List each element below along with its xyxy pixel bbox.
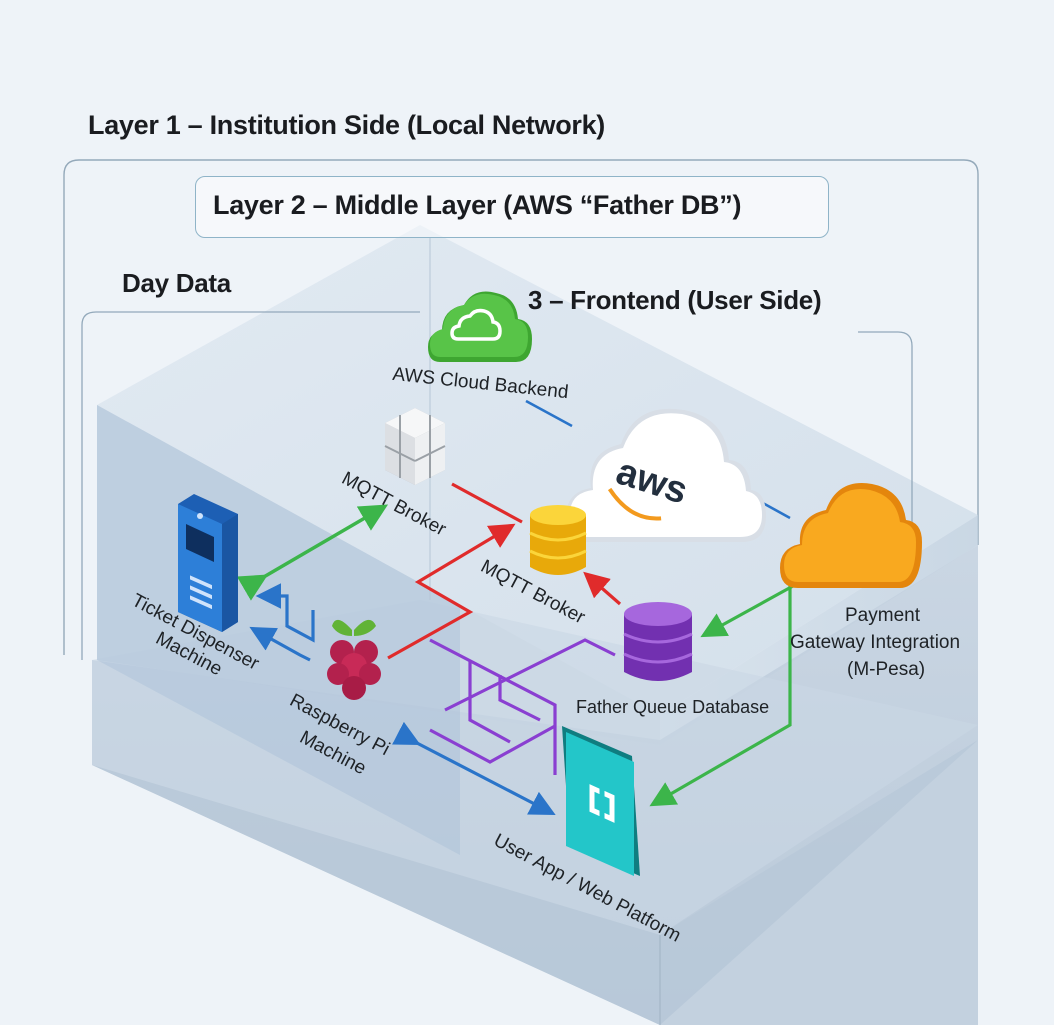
payment-label-2: Gateway Integration (790, 632, 961, 653)
arrow-payment-app (649, 585, 792, 807)
arrow-broker-db (451, 482, 523, 524)
purple-network (429, 638, 616, 775)
payment-label-3: (M-Pesa) (847, 659, 926, 680)
layer3-title: 3 – Frontend (User Side) (528, 285, 822, 315)
frontend-outline (858, 331, 913, 535)
layer2-title-box (195, 176, 829, 238)
layer2-title: Layer 2 – Middle Layer (AWS “Father DB”) (213, 190, 742, 220)
layer1-title: Layer 1 – Institution Side (Local Networ… (88, 110, 605, 140)
arrow-dispenser-broker (236, 504, 389, 601)
arrow-pi-mqtt (387, 523, 516, 660)
payment-label-1: Payment (845, 605, 920, 626)
day-data-outline (81, 311, 420, 660)
day-data-label: Day Data (122, 268, 231, 298)
arrow-pi-app (392, 721, 556, 815)
father-queue-db-label: Father Queue Database (576, 697, 770, 717)
arrow-pi-dispenser (255, 583, 315, 643)
link-cloud-aws (525, 399, 573, 428)
upper-block-top (97, 225, 978, 715)
lower-slab-face (92, 740, 978, 1025)
layer1-outline (63, 159, 979, 655)
arrow-fatherdb-mqtt (583, 571, 622, 606)
